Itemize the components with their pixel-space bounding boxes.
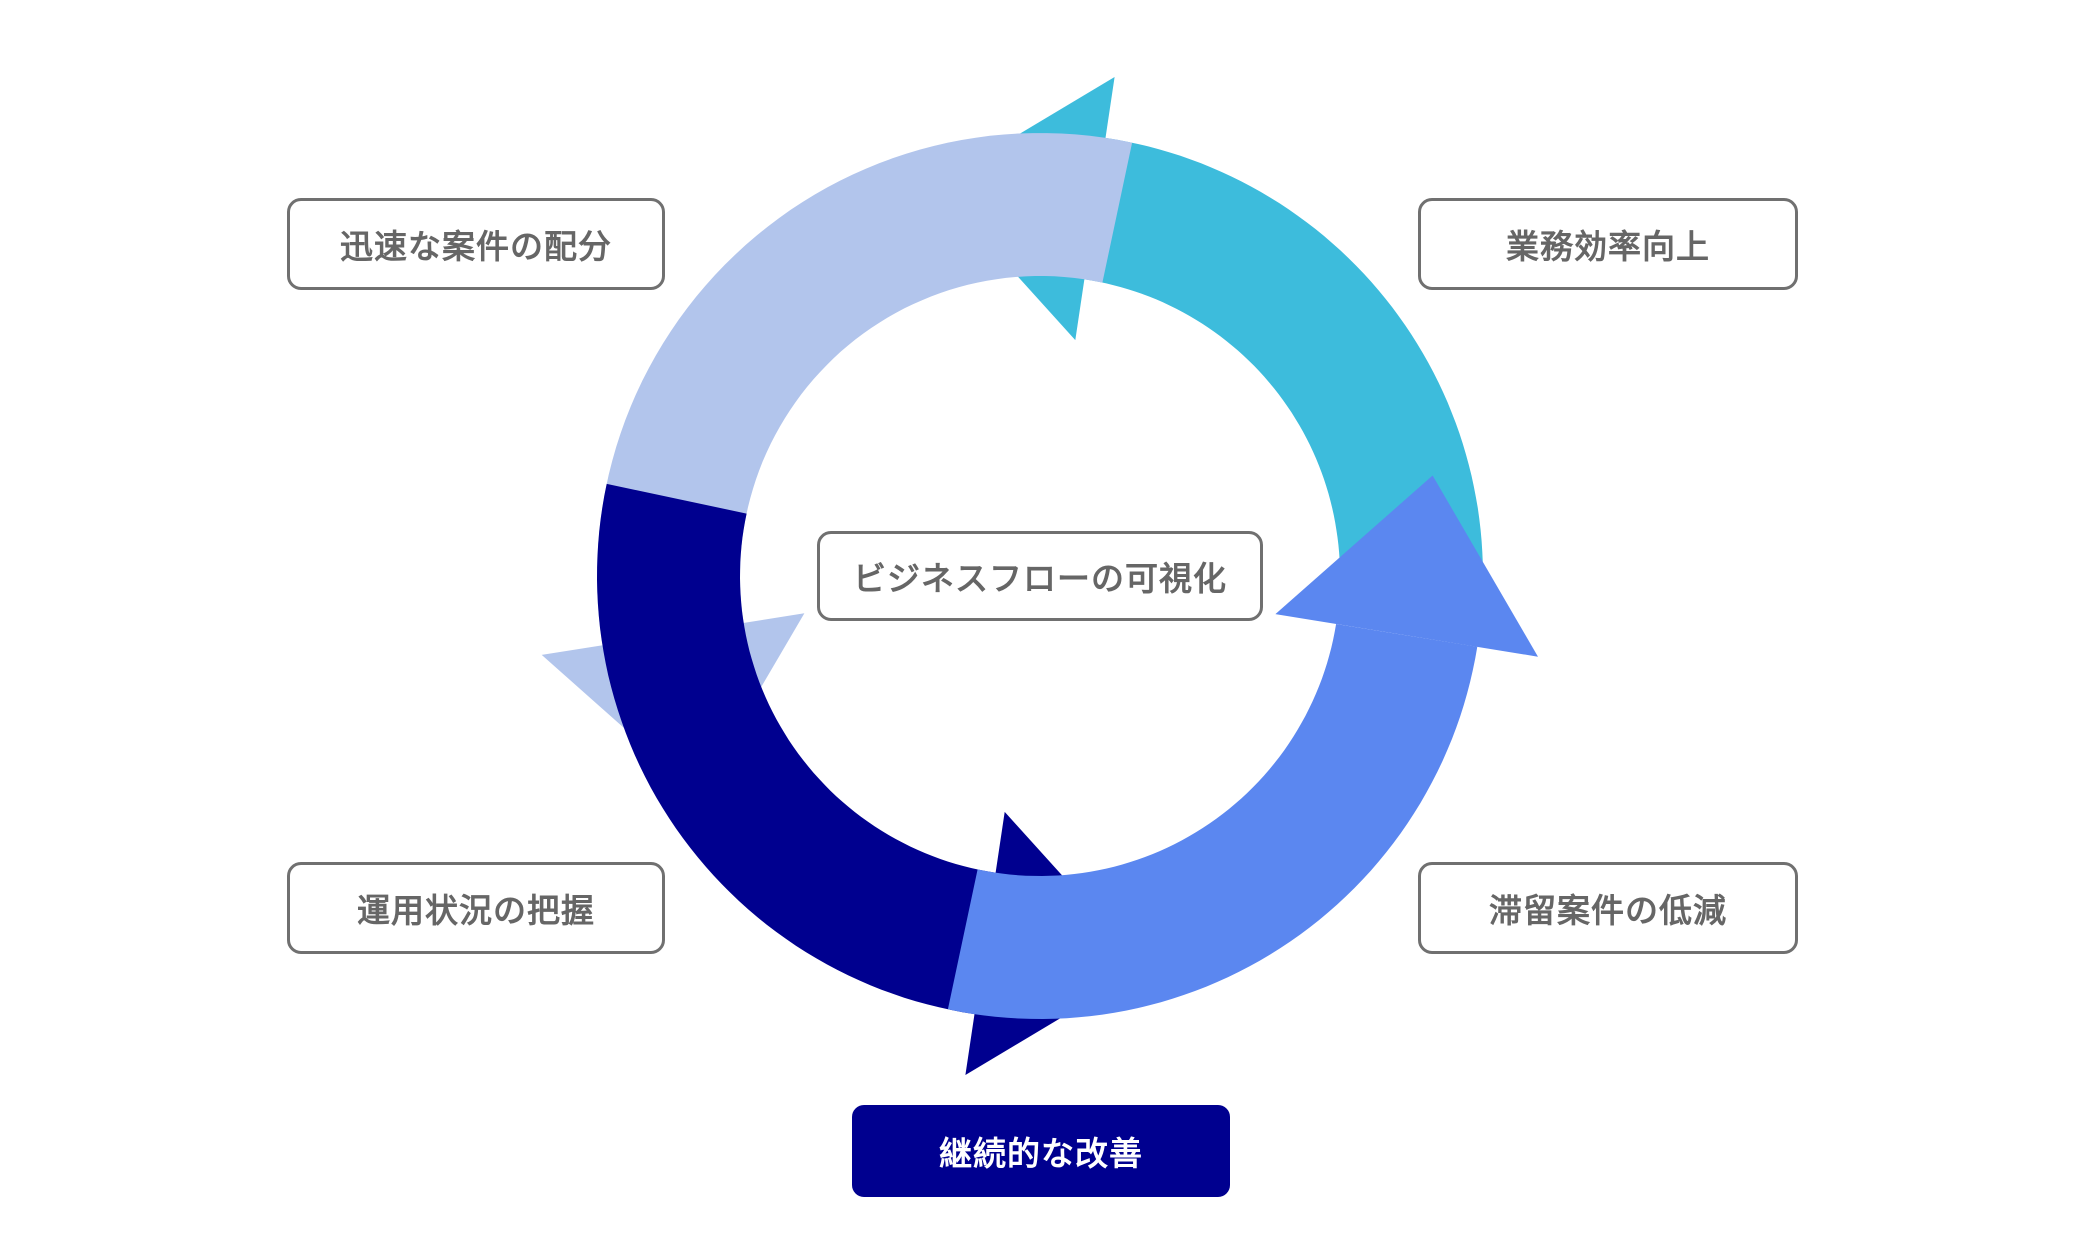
label-operation-status: 運用状況の把握 — [287, 862, 665, 954]
label-text: 運用状況の把握 — [357, 891, 595, 930]
label-text: 滞留案件の低減 — [1489, 891, 1727, 930]
cyan-arrow-body — [1084, 137, 1483, 607]
label-stagnant-reduction: 滞留案件の低減 — [1418, 862, 1798, 954]
label-text: 業務効率向上 — [1506, 227, 1710, 266]
navy-arrow-body — [597, 483, 996, 1015]
label-business-flow-visualization: ビジネスフローの可視化 — [817, 531, 1263, 621]
label-continuous-improvement: 継続的な改善 — [852, 1105, 1230, 1197]
blue-arrow-body — [947, 624, 1478, 1019]
label-quick-allocation: 迅速な案件の配分 — [287, 198, 665, 290]
blue-arrow-head — [1275, 475, 1538, 657]
label-text: ビジネスフローの可視化 — [853, 559, 1227, 598]
cycle-arrows — [541, 77, 1538, 1075]
label-text: 継続的な改善 — [939, 1134, 1143, 1173]
label-text: 迅速な案件の配分 — [340, 227, 612, 266]
label-efficiency-improvement: 業務効率向上 — [1418, 198, 1798, 290]
